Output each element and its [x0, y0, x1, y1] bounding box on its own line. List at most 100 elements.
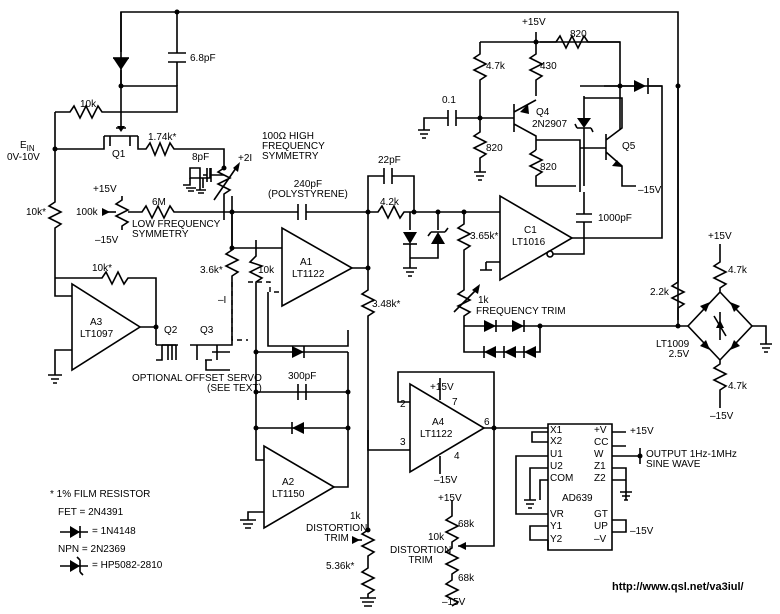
label-q5: Q5	[622, 141, 636, 152]
label-c6p8: 6.8pF	[190, 53, 216, 64]
lf-pot-icon	[114, 196, 130, 230]
q2-fet-icon	[156, 344, 177, 360]
label-m15-q5: –15V	[638, 185, 662, 196]
diode-ft-5-icon	[524, 346, 536, 358]
hf-trim-pot-icon	[213, 167, 237, 220]
wire-10k-top	[55, 85, 178, 120]
label-m15-ref: –15V	[710, 411, 734, 422]
dist-trim-1-icon	[360, 524, 376, 607]
cap-22pf-icon	[367, 168, 415, 212]
dist-trim-2-icon	[444, 500, 460, 607]
label-c8pf: 8pF	[192, 152, 210, 163]
label-r2k2: 2.2k	[650, 287, 669, 298]
label-ein-range: 0V-10V	[7, 152, 40, 163]
r820-top-icon	[540, 34, 620, 50]
label-r1k74: 1.74k*	[148, 132, 177, 143]
diode-c1-left-icon	[403, 232, 417, 244]
label-r10k-left: 10k*	[26, 207, 47, 218]
ad639-box	[547, 423, 613, 551]
label-ad-z2: Z2	[594, 473, 606, 484]
label-ad-x1: X1	[550, 425, 563, 436]
a1-opamp-icon	[281, 226, 354, 308]
label-r10k-a3: 10k*	[92, 263, 113, 274]
label-r5k36: 5.36k*	[326, 561, 355, 572]
label-ad-vr: VR	[550, 509, 564, 520]
legend-npn: NPN = 2N2369	[58, 544, 126, 555]
label-freq-trim: FREQUENCY TRIM	[476, 306, 566, 317]
diode-ft-1-icon	[484, 320, 496, 332]
diode-bridge-icon	[686, 244, 754, 408]
c1-comparator-icon	[499, 194, 574, 282]
a2-feedback-stack	[256, 351, 349, 450]
label-q4-part: 2N2907	[532, 119, 568, 130]
cap-300pf-icon	[297, 384, 307, 400]
label-ad-cc: CC	[594, 437, 609, 448]
label-a2-part: LT1150	[272, 489, 305, 500]
label-offset-servo: OPTIONAL OFFSET SERVO (SEE TEXT)	[132, 373, 262, 394]
label-ad-m15: –15V	[630, 526, 654, 537]
cap-8pf-icon	[189, 167, 211, 194]
diode-ft-3-icon	[484, 346, 496, 358]
label-c1000: 1000pF	[598, 213, 632, 224]
label-minus-i: –I	[218, 295, 227, 306]
label-lt1009: LT1009 2.5V	[656, 339, 690, 360]
label-ad-w: W	[594, 449, 604, 460]
label-ad-p15: +15V	[630, 426, 654, 437]
label-r68k-top: 68k	[458, 519, 475, 530]
q3-fet-icon	[190, 300, 233, 361]
label-ad-u2: U2	[550, 461, 563, 472]
diode-top-right-icon	[604, 78, 662, 94]
label-c0p1: 0.1	[442, 95, 456, 106]
label-p15-ref: +15V	[708, 231, 732, 242]
label-r430: 430	[540, 61, 557, 72]
label-ad-y1: Y1	[550, 521, 563, 532]
wire-6p8-cap	[168, 12, 186, 86]
label-r3k6: 3.6k*	[200, 265, 223, 276]
label-r3k65: 3.65k*	[470, 231, 499, 242]
label-m15-lf: –15V	[95, 235, 119, 246]
label-r10k-mid: 10k	[258, 265, 275, 276]
label-a4-p15: +15V	[430, 382, 454, 393]
junction-dots	[52, 9, 681, 533]
label-r10k-dt: 10k	[428, 532, 445, 543]
label-ad-com: COM	[550, 473, 574, 484]
label-dist-trim-2: DISTORTION TRIM	[390, 545, 452, 566]
diode-ft-4-icon	[504, 346, 516, 358]
label-q1: Q1	[112, 149, 126, 160]
diode-a2-top-icon	[292, 346, 304, 358]
label-q3: Q3	[200, 325, 214, 336]
r2k2-icon	[670, 86, 686, 326]
label-dist-trim-1: DISTORTION TRIM	[306, 523, 368, 544]
label-q4: Q4	[536, 107, 550, 118]
a3-opamp-icon	[71, 282, 142, 372]
label-plus2i: +2I	[238, 153, 253, 164]
label-a3-part: LT1097	[80, 329, 114, 340]
label-output: OUTPUT 1Hz-1MHz SINE WAVE	[646, 449, 737, 470]
label-c1: C1	[524, 225, 537, 236]
wire-offset-servo-dashed	[231, 281, 282, 341]
c0p1-icon	[418, 110, 514, 139]
label-p15-dt: +15V	[438, 493, 462, 504]
label-hf-symmetry: 100Ω HIGH FREQUENCY SYMMETRY	[262, 131, 325, 162]
wire-input-rail	[47, 112, 72, 297]
label-a3: A3	[90, 317, 103, 328]
label-a4-m15: –15V	[434, 475, 458, 486]
label-m15-dt: –15V	[442, 597, 466, 608]
label-ad-u1: U1	[550, 449, 563, 460]
label-r820-mid: 820	[540, 162, 557, 173]
label-c240: 240pF (POLYSTYRENE)	[268, 179, 348, 200]
label-pin4: 4	[454, 451, 460, 462]
label-r4k2: 4.2k	[380, 197, 399, 208]
label-a1-part: LT1122	[292, 269, 325, 280]
q1-fet-icon	[104, 110, 138, 146]
legend-res: * 1% FILM RESISTOR	[50, 489, 151, 500]
label-pin3: 3	[400, 437, 406, 448]
label-r1k-dt: 1k	[350, 511, 361, 522]
a2-opamp-icon	[263, 444, 336, 530]
label-lf-symmetry: LOW FREQUENCY SYMMETRY	[132, 219, 221, 240]
wire-mid-rail	[224, 212, 240, 300]
label-r6m: 6M	[152, 197, 166, 208]
label-ad-pv: +V	[594, 425, 607, 436]
label-ad-z1: Z1	[594, 461, 606, 472]
